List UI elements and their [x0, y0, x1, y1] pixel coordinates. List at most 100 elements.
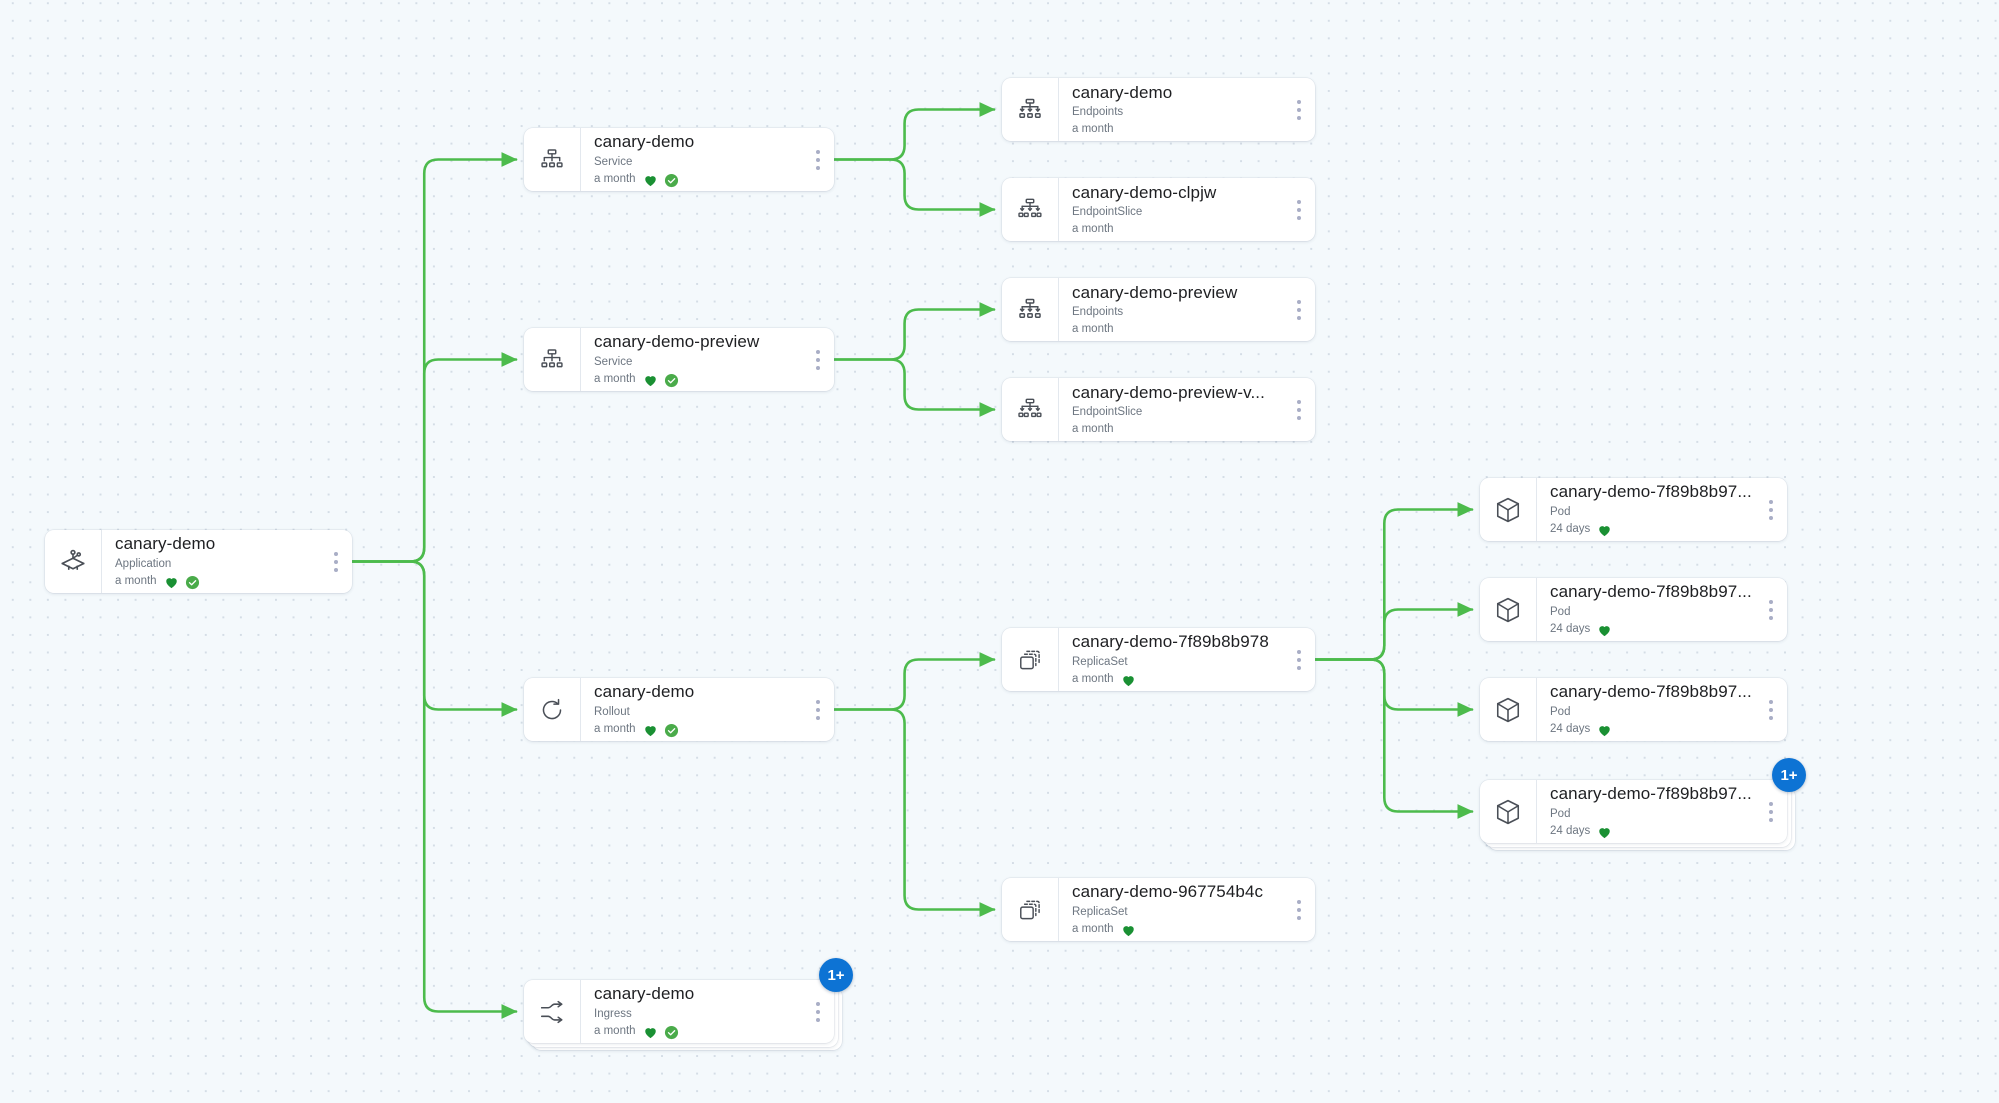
- node-age: a month: [1072, 123, 1114, 136]
- node-footer: a month: [1072, 223, 1307, 237]
- health-status-icon: [1597, 825, 1612, 840]
- node-footer: a month: [594, 723, 826, 738]
- node-age: a month: [594, 723, 636, 736]
- endpoints-icon: [1002, 278, 1058, 341]
- node-menu-button[interactable]: [1765, 697, 1777, 723]
- application-icon: [45, 530, 101, 593]
- node-kind: ReplicaSet: [1072, 905, 1128, 918]
- node-kind: Pod: [1550, 605, 1571, 618]
- health-status-icon: [643, 1025, 679, 1040]
- node-menu-button[interactable]: [1293, 97, 1305, 123]
- node-footer: a month: [594, 373, 826, 388]
- node-title: canary-demo: [594, 682, 695, 702]
- pod-icon: [1480, 678, 1536, 741]
- node-menu-button[interactable]: [812, 999, 824, 1025]
- node-title: canary-demo-7f89b8b97...: [1550, 582, 1752, 602]
- node-footer: a month: [594, 1025, 826, 1040]
- edge-application-to-service-canary-demo: [350, 152, 518, 563]
- node-footer: 24 days: [1550, 723, 1779, 738]
- node-menu-button[interactable]: [1293, 297, 1305, 323]
- node-kind: Ingress: [594, 1007, 632, 1020]
- node-menu-button[interactable]: [1293, 647, 1305, 673]
- group-count-badge[interactable]: 1+: [819, 958, 853, 992]
- pod-icon: [1480, 578, 1536, 641]
- node-age: a month: [1072, 423, 1114, 436]
- node-menu-button[interactable]: [330, 549, 342, 575]
- health-status-icon: [1121, 923, 1136, 938]
- endpointslice-icon: [1002, 178, 1058, 241]
- node-title: canary-demo-7f89b8b97...: [1550, 784, 1752, 804]
- node-kind: Application: [115, 557, 172, 570]
- resource-node-pod[interactable]: canary-demo-7f89b8b97... Pod 24 days: [1480, 780, 1787, 843]
- node-title: canary-demo: [1072, 83, 1173, 103]
- replicaset-icon: [1002, 628, 1058, 691]
- health-status-icon: [1121, 673, 1136, 688]
- node-kind: Endpoints: [1072, 306, 1124, 319]
- health-status-icon: [643, 173, 679, 188]
- node-title: canary-demo: [594, 132, 695, 152]
- health-status-icon: [1597, 623, 1612, 638]
- node-menu-button[interactable]: [1293, 197, 1305, 223]
- health-status-icon: [643, 373, 679, 388]
- node-menu-button[interactable]: [1293, 397, 1305, 423]
- edge-replicaset-7f89b8b978-to-pod-3: [1313, 658, 1474, 717]
- edge-application-to-rollout-canary-demo: [350, 560, 518, 717]
- health-status-icon: [164, 575, 200, 590]
- node-menu-button[interactable]: [1293, 897, 1305, 923]
- node-kind: Service: [594, 155, 633, 168]
- node-menu-button[interactable]: [812, 347, 824, 373]
- edge-service-canary-demo-to-endpoints-canary-demo: [832, 102, 996, 161]
- node-menu-button[interactable]: [1765, 597, 1777, 623]
- edge-service-canary-demo-to-endpointslice-canary-demo-clpjw: [832, 158, 996, 217]
- pod-icon: [1480, 780, 1536, 843]
- node-title: canary-demo-preview-v...: [1072, 383, 1265, 403]
- node-menu-button[interactable]: [1765, 799, 1777, 825]
- health-status-icon: [1597, 523, 1612, 538]
- edge-rollout-canary-demo-to-replicaset-967754b4c: [832, 708, 996, 917]
- node-title: canary-demo: [594, 984, 695, 1004]
- node-footer: a month: [1072, 923, 1307, 938]
- node-kind: Service: [594, 355, 633, 368]
- node-age: a month: [1072, 673, 1114, 686]
- node-kind: Pod: [1550, 807, 1571, 820]
- node-footer: a month: [1072, 423, 1307, 437]
- node-menu-button[interactable]: [812, 147, 824, 173]
- node-age: 24 days: [1550, 825, 1591, 838]
- node-footer: 24 days: [1550, 825, 1779, 840]
- edge-rollout-canary-demo-to-replicaset-7f89b8b978: [832, 652, 996, 711]
- node-title: canary-demo-preview: [1072, 283, 1238, 303]
- node-kind: Pod: [1550, 705, 1571, 718]
- node-age: a month: [594, 173, 636, 186]
- node-age: 24 days: [1550, 723, 1591, 736]
- node-menu-button[interactable]: [1765, 497, 1777, 523]
- group-count-badge[interactable]: 1+: [1772, 758, 1806, 792]
- health-status-icon: [643, 723, 679, 738]
- node-menu-button[interactable]: [812, 697, 824, 723]
- replicaset-icon: [1002, 878, 1058, 941]
- node-footer: a month: [115, 575, 344, 590]
- node-kind: ReplicaSet: [1072, 655, 1128, 668]
